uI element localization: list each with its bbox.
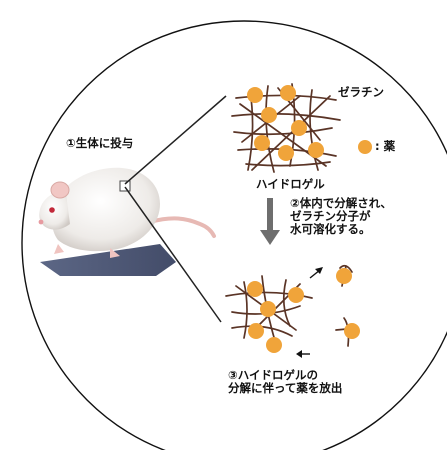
drug-dot xyxy=(291,120,307,136)
drug-dot xyxy=(247,281,263,297)
gel-drug-dots xyxy=(247,85,324,161)
gel-fibers xyxy=(231,83,341,173)
diffusion-arrows xyxy=(296,267,323,358)
drug-dot xyxy=(308,142,324,158)
hydrogel-label: ハイドロゲル xyxy=(256,177,325,191)
administer-label: ①生体に投与 xyxy=(66,136,134,150)
rat-eye xyxy=(49,207,55,213)
rat-hind-paw xyxy=(110,248,120,258)
step2-line1: ②体内で分解され、 xyxy=(290,196,392,210)
hydrogel-network xyxy=(231,83,372,173)
drug-dot xyxy=(336,268,352,284)
rat-head xyxy=(39,192,70,230)
gelatin-label: ゼラチン xyxy=(338,85,384,99)
step2-line2: ゼラチン分子が xyxy=(290,209,371,223)
rat-ear xyxy=(50,181,70,199)
frame-circle xyxy=(21,20,447,450)
drug-dot xyxy=(288,287,304,303)
implant-marker xyxy=(119,180,131,192)
connector-line-upper xyxy=(124,95,227,185)
rat-shadow xyxy=(40,244,176,276)
drug-dot xyxy=(280,85,296,101)
drug-dot xyxy=(248,323,264,339)
drug-dot xyxy=(278,145,294,161)
drug-dot xyxy=(261,107,277,123)
drug-legend-label: : 薬 xyxy=(375,139,396,153)
rat-body xyxy=(52,167,160,252)
step3-line2: 分解に伴って薬を放出 xyxy=(228,381,343,395)
rat-nose xyxy=(38,219,44,225)
step3-line1: ③ハイドロゲルの xyxy=(228,368,319,382)
connector-line-lower xyxy=(124,186,222,323)
released-drug-dots xyxy=(247,268,360,353)
drug-dot xyxy=(254,135,270,151)
rat-tail xyxy=(148,216,216,238)
drug-dot xyxy=(266,337,282,353)
degraded-hydrogel xyxy=(225,264,360,358)
drug-legend-icon xyxy=(358,140,372,154)
drug-dot xyxy=(260,301,276,317)
drug-dot xyxy=(344,323,360,339)
process-arrow xyxy=(260,198,280,245)
rat-illustration xyxy=(38,167,216,276)
rat-front-paw xyxy=(54,244,64,254)
drug-dot xyxy=(247,87,263,103)
step2-line3: 水可溶化する。 xyxy=(290,222,371,236)
